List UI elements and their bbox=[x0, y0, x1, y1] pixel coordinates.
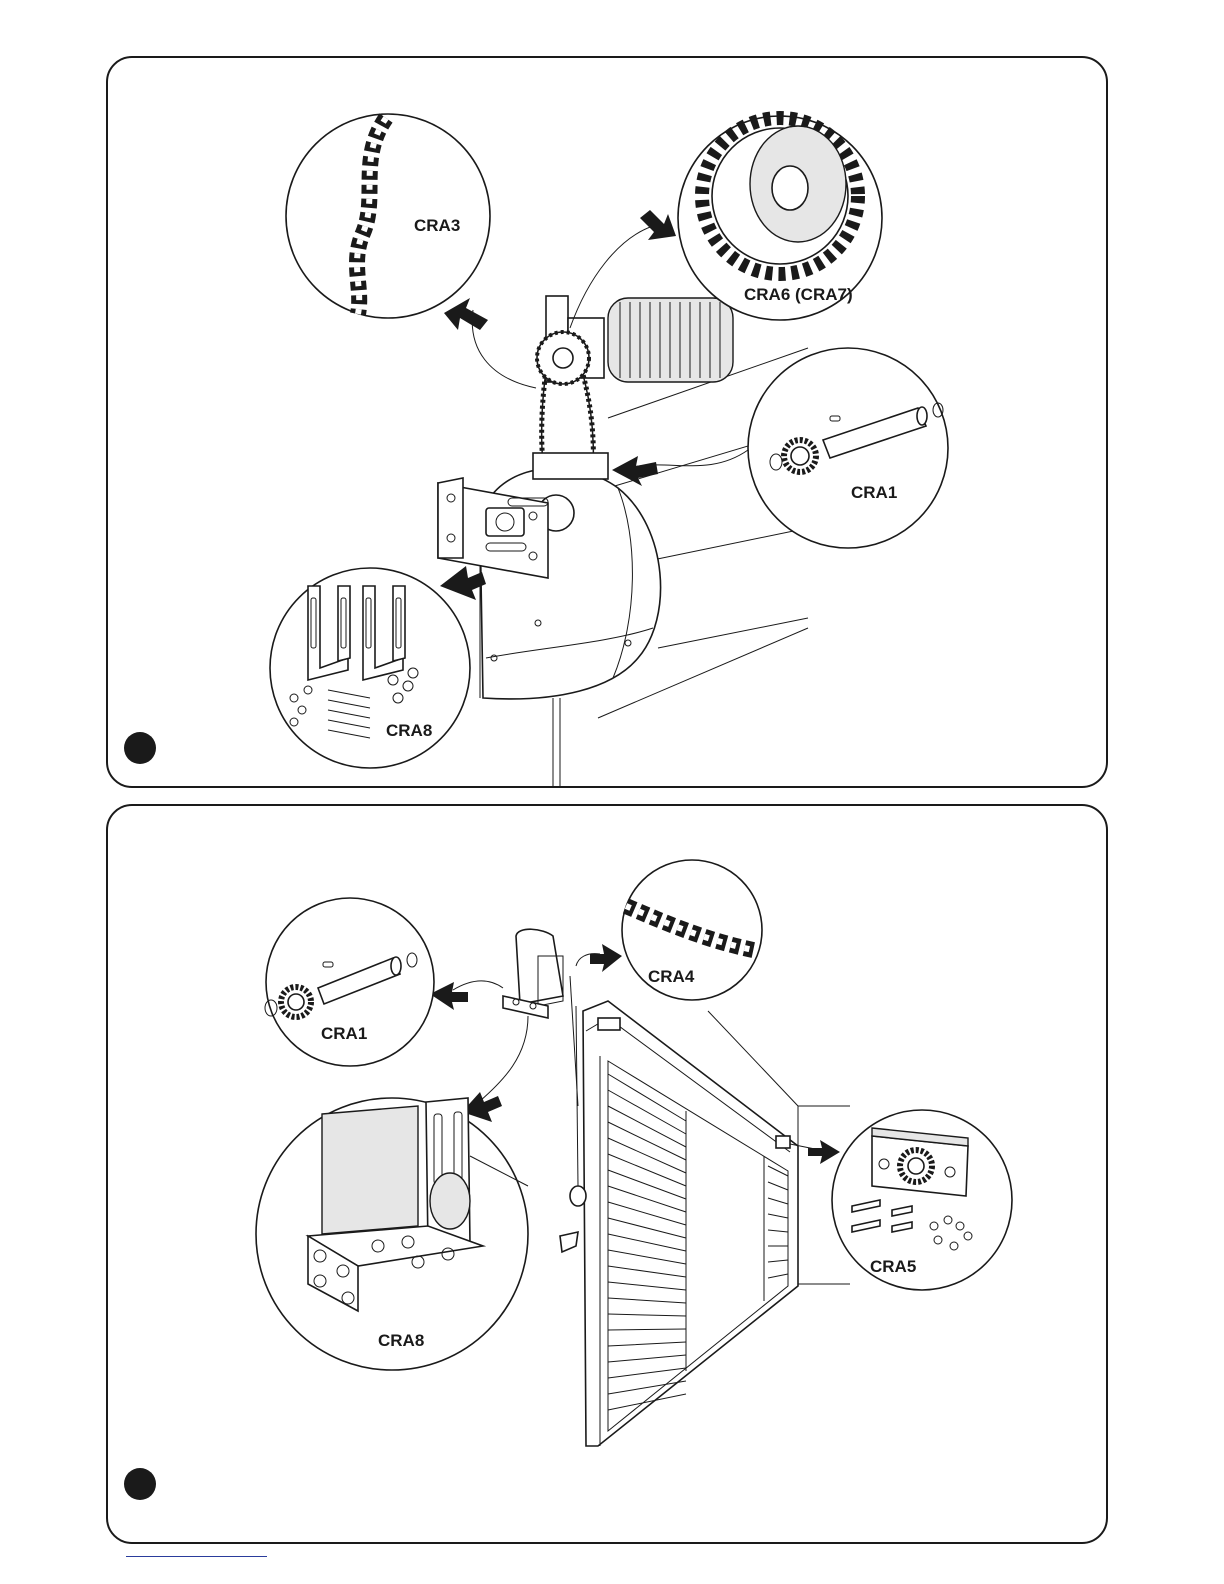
callout-cra5: CRA5 bbox=[832, 1110, 1012, 1290]
arrow-to-cra3 bbox=[444, 298, 488, 330]
label-cra6-cra7: CRA6 (CRA7) bbox=[744, 285, 853, 304]
figure-2-marker bbox=[124, 1468, 156, 1500]
figure-2-drawing: CRA1 CRA4 bbox=[108, 806, 1108, 1544]
footer-rule bbox=[126, 1556, 267, 1557]
figure-1-marker bbox=[124, 732, 156, 764]
door-header-plate bbox=[598, 1018, 620, 1030]
label-cra8: CRA8 bbox=[378, 1331, 424, 1350]
callout-cra3: CRA3 bbox=[286, 114, 490, 318]
label-cra1: CRA1 bbox=[851, 483, 897, 502]
pull-handle bbox=[570, 1186, 586, 1206]
chain-guard bbox=[533, 453, 608, 479]
label-cra1: CRA1 bbox=[321, 1024, 367, 1043]
arrow-to-cra1 bbox=[430, 982, 468, 1010]
label-cra4: CRA4 bbox=[648, 967, 695, 986]
label-cra5: CRA5 bbox=[870, 1257, 916, 1276]
callout-cra6: CRA6 (CRA7) bbox=[678, 116, 882, 320]
figure-1-panel: CRA3 CRA6 (CRA7) bbox=[106, 56, 1108, 788]
arrow-to-cra5 bbox=[808, 1140, 840, 1164]
label-cra3: CRA3 bbox=[414, 216, 460, 235]
arrow-to-cra1 bbox=[612, 456, 658, 486]
motor-housing bbox=[480, 453, 661, 699]
callout-cra4: CRA4 bbox=[622, 860, 762, 1000]
label-cra8: CRA8 bbox=[386, 721, 432, 740]
callout-cra1: CRA1 bbox=[265, 898, 434, 1066]
sectional-door bbox=[583, 1001, 798, 1446]
arrow-to-cra6 bbox=[640, 210, 676, 240]
release-lock bbox=[560, 1232, 578, 1252]
door-guide-block bbox=[776, 1136, 790, 1148]
callout-cra8: CRA8 bbox=[256, 1098, 528, 1370]
callout-cra8: CRA8 bbox=[270, 568, 470, 768]
callout-cra1: CRA1 bbox=[748, 348, 948, 548]
spring-roller bbox=[608, 298, 733, 382]
figure-1-drawing: CRA3 CRA6 (CRA7) bbox=[108, 58, 1108, 788]
figure-2-panel: CRA1 CRA4 bbox=[106, 804, 1108, 1544]
arrow-to-cra8 bbox=[440, 566, 486, 600]
arrow-to-cra4 bbox=[590, 944, 622, 972]
